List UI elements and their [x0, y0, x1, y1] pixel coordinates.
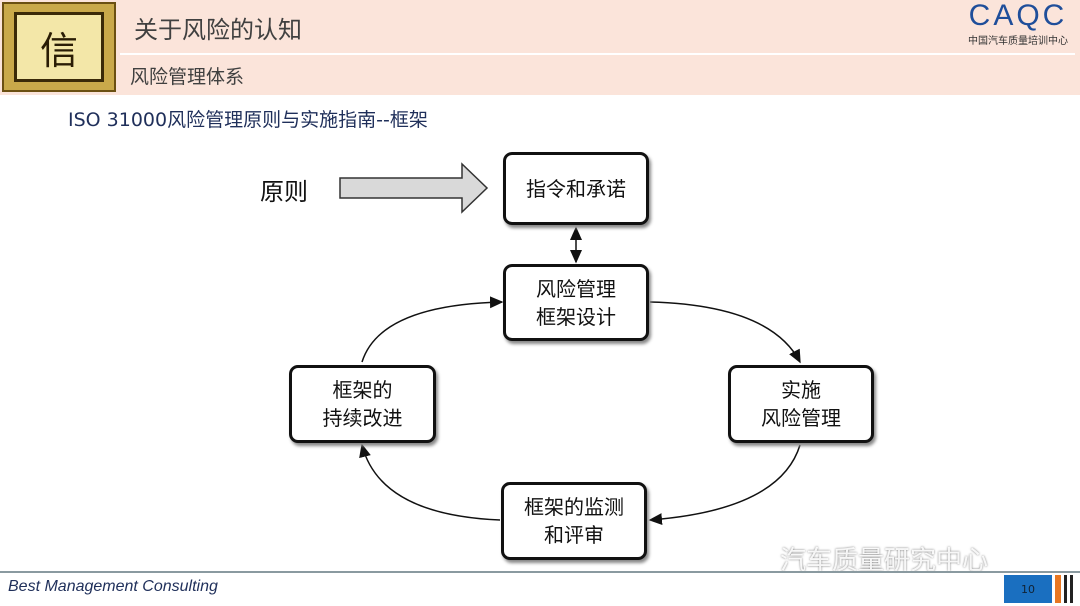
slide-title: 关于风险的认知 [134, 16, 302, 44]
logo-text: CAQC [968, 0, 1068, 32]
box-text: 风险管理 [536, 276, 616, 301]
box-text: 框架的 [332, 378, 393, 402]
seal-char: 信 [14, 12, 104, 82]
cycle-arrow-4 [361, 296, 504, 363]
footer-bars [1055, 575, 1077, 603]
principle-label: 原则 [260, 178, 308, 206]
box-text: 实施 [781, 378, 821, 402]
box-monitor: 框架的监测和评审 [501, 482, 647, 560]
logo-subtext: 中国汽车质量培训中心 [968, 36, 1068, 47]
box-text: 框架设计 [536, 304, 616, 329]
footer-divider [0, 571, 1080, 573]
cycle-arrow-3 [359, 443, 501, 521]
footer-text: Best Management Consulting [8, 578, 218, 595]
box-design: 风险管理框架设计 [503, 264, 649, 341]
divider [120, 53, 1075, 55]
slide-subtitle: 风险管理体系 [130, 66, 245, 88]
page-number: 10 [1004, 575, 1052, 603]
header [0, 0, 1080, 95]
box-text: 持续改进 [322, 406, 403, 430]
cycle-arrow-1 [649, 301, 801, 364]
box-text: 指令和承诺 [526, 176, 626, 201]
box-text: 和评审 [544, 523, 604, 547]
box-improve: 框架的持续改进 [289, 365, 436, 443]
caqc-logo: CAQC 中国汽车质量培训中心 [968, 0, 1068, 47]
box-text: 框架的监测 [524, 495, 624, 519]
box-implement: 实施风险管理 [728, 365, 874, 443]
principle-arrow [339, 162, 489, 214]
section-heading: ISO 31000风险管理原则与实施指南--框架 [68, 109, 428, 131]
box-text: 风险管理 [761, 406, 841, 430]
seal-logo: 信 [2, 2, 116, 92]
box-mandate: 指令和承诺 [503, 152, 649, 225]
cycle-arrow-2 [648, 444, 801, 526]
